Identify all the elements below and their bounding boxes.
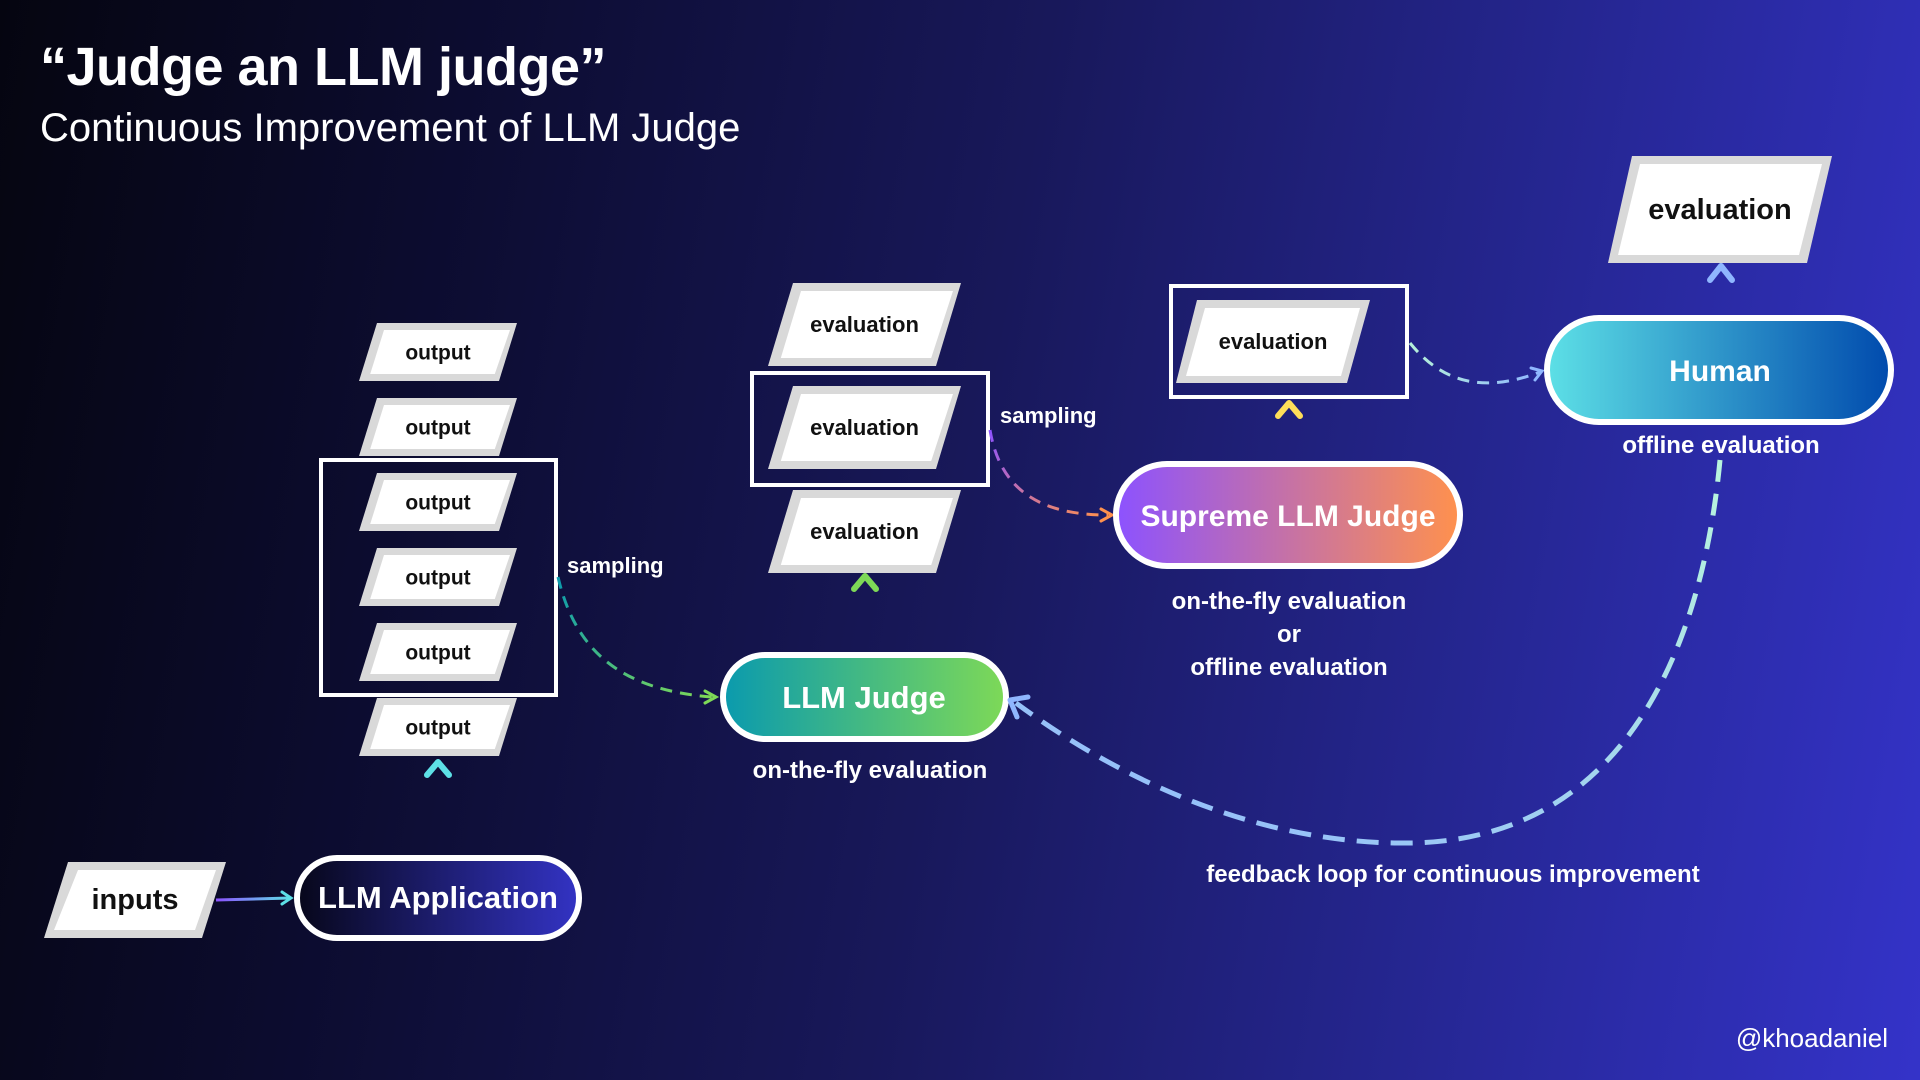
llm-application-label: LLM Application <box>318 880 558 915</box>
judge-evaluation-node-label: evaluation <box>810 312 919 337</box>
inputs-node: inputs <box>44 862 226 938</box>
arrow-app-to-outputs <box>424 759 452 855</box>
sampling-arrow-outputs-to-judge <box>556 576 720 705</box>
supreme-caption-line-1: on-the-fly evaluation <box>1171 588 1407 615</box>
sampling-box-evaluations <box>750 371 990 487</box>
output-node-label: output <box>405 566 470 589</box>
supreme-llm-judge-label: Supreme LLM Judge <box>1140 500 1435 533</box>
supreme-caption-line-3: offline evaluation <box>1190 654 1388 681</box>
page-subtitle: Continuous Improvement of LLM Judge <box>40 106 741 150</box>
supreme-evaluation-label: evaluation <box>1219 329 1328 354</box>
output-node: output <box>359 623 517 681</box>
output-node: output <box>359 698 517 756</box>
arrow-supreme-evaluation-to-human <box>1408 342 1545 385</box>
supreme-llm-judge-node: Supreme LLM Judge <box>1113 461 1463 569</box>
human-node: Human <box>1544 315 1894 425</box>
feedback-loop-arrow <box>1007 459 1723 846</box>
arrow-judge-to-evaluations <box>851 573 879 652</box>
output-node-label: output <box>405 491 470 514</box>
arrow-human-to-evaluation <box>1707 263 1735 315</box>
llm-judge-label: LLM Judge <box>782 680 946 715</box>
judge-evaluation-node: evaluation <box>768 283 961 366</box>
human-caption: offline evaluation <box>1622 432 1820 459</box>
outputs-column: output output output output output output <box>359 323 517 756</box>
judge-evaluation-node-label: evaluation <box>810 415 919 440</box>
human-label: Human <box>1669 355 1771 388</box>
llm-judge-caption: on-the-fly evaluation <box>752 757 988 784</box>
judge-evaluation-node-label: evaluation <box>810 519 919 544</box>
arrow-supreme-to-evaluation <box>1275 400 1303 460</box>
output-node: output <box>359 548 517 606</box>
inputs-label: inputs <box>92 884 179 916</box>
judge-evaluation-node: evaluation <box>768 490 961 573</box>
arrow-inputs-to-app <box>215 890 294 906</box>
output-node-label: output <box>405 416 470 439</box>
sampling-arrow-evaluations-to-supreme <box>988 429 1116 523</box>
judge-evaluation-node: evaluation <box>768 386 961 469</box>
human-evaluation-label: evaluation <box>1648 194 1791 226</box>
sampling-label-evaluations: sampling <box>1000 403 1097 428</box>
llm-application-node: LLM Application <box>294 855 582 941</box>
author-handle: @khoadaniel <box>1735 1023 1888 1053</box>
feedback-loop-label: feedback loop for continuous improvement <box>1206 861 1700 888</box>
supreme-evaluation-node: evaluation <box>1176 300 1370 383</box>
supreme-evaluation-box <box>1169 284 1409 399</box>
sampling-label-outputs: sampling <box>567 553 664 578</box>
output-node: output <box>359 398 517 456</box>
output-node-label: output <box>405 341 470 364</box>
output-node: output <box>359 323 517 381</box>
judge-evaluations-column: evaluation evaluation evaluation <box>768 283 961 573</box>
output-node-label: output <box>405 716 470 739</box>
output-node: output <box>359 473 517 531</box>
page-title: “Judge an LLM judge” <box>40 37 607 97</box>
sampling-box-outputs <box>319 458 558 697</box>
llm-judge-node: LLM Judge <box>720 652 1009 742</box>
human-evaluation-node: evaluation <box>1608 156 1832 263</box>
supreme-judge-caption: on-the-fly evaluation or offline evaluat… <box>1172 585 1407 684</box>
output-node-label: output <box>405 641 470 664</box>
supreme-caption-line-2: or <box>1277 621 1301 648</box>
